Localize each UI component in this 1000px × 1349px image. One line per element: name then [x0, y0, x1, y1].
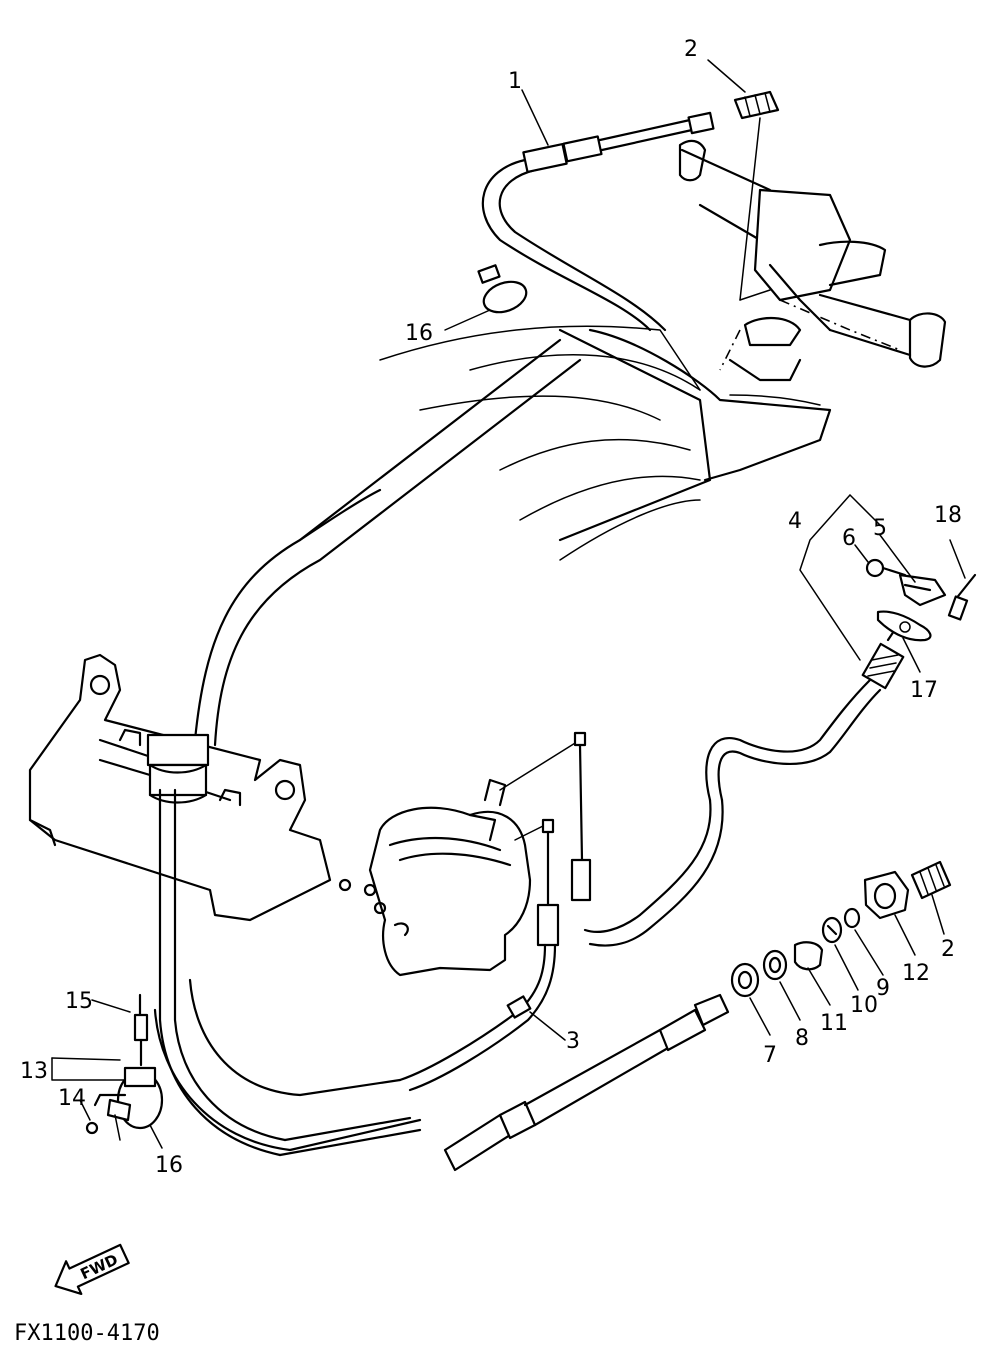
- label-18: 18: [934, 503, 962, 528]
- fwd-arrow-badge: FWD: [54, 1243, 130, 1296]
- label-12: 12: [902, 961, 930, 986]
- label-1: 1: [508, 69, 522, 94]
- label-5: 5: [873, 516, 887, 541]
- label-4: 4: [788, 509, 802, 534]
- label-8: 8: [795, 1026, 809, 1051]
- clip-parts-right: [865, 558, 977, 642]
- handlebar-assembly: [678, 139, 947, 382]
- cable-1: [481, 111, 715, 332]
- label-10: 10: [850, 993, 878, 1018]
- steering-cable: [158, 788, 730, 1172]
- label-15: 15: [65, 989, 93, 1014]
- label-7: 7: [763, 1043, 777, 1068]
- bracket-4: [799, 494, 881, 661]
- engine-mount: [28, 653, 332, 922]
- fitting-parts-bottom: [730, 860, 952, 998]
- carburetor: [338, 739, 581, 977]
- label-9: 9: [876, 976, 890, 1001]
- label-16-bottom: 16: [155, 1153, 183, 1178]
- label-3: 3: [566, 1029, 580, 1054]
- spring-part-2-top: [733, 90, 780, 301]
- hull-outline: [379, 325, 832, 561]
- label-17: 17: [910, 678, 938, 703]
- cable-4: [583, 623, 905, 947]
- label-14: 14: [58, 1086, 86, 1111]
- leader-lines: [51, 59, 966, 1149]
- label-16-top: 16: [405, 321, 433, 346]
- callout-labels: 1 2 16 4 6 5 18 17 2 12 9 10 11 8 7 3 15…: [20, 37, 962, 1178]
- label-11: 11: [820, 1011, 848, 1036]
- cable-3: [398, 731, 592, 1092]
- label-6: 6: [842, 526, 856, 551]
- clamp-16-top: [477, 264, 528, 314]
- pump-tube: [153, 338, 582, 1152]
- drawing-code: FX1100-4170: [14, 1321, 160, 1346]
- label-2-top: 2: [684, 37, 698, 62]
- label-13: 13: [20, 1059, 48, 1084]
- clamp-assembly-bottom-left: [85, 993, 164, 1141]
- label-2-bottom: 2: [941, 937, 955, 962]
